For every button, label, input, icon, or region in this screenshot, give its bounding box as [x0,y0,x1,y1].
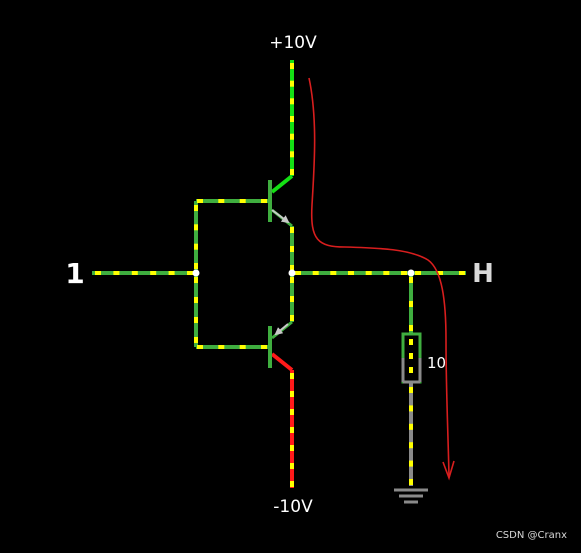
current-dot [348,271,354,275]
current-dot [290,246,294,252]
current-dot [365,271,372,275]
current-dot [218,199,225,203]
current-dot [295,271,301,275]
current-dot [194,243,198,250]
current-dot [459,271,465,275]
vplus-label: +10V [269,33,317,53]
current-dot [409,325,413,331]
vminus-label: -10V [273,497,313,517]
current-dot [131,271,138,275]
node-resistor-junction [407,269,415,277]
current-dot [290,169,294,175]
resistor-icon [401,332,422,384]
current-dot [290,151,294,158]
current-dot [290,116,294,122]
current-dot [409,367,413,373]
current-dot [194,263,198,269]
current-dot [218,345,225,349]
current-dot [290,227,294,233]
current-dot [401,271,407,275]
current-dot [290,445,294,451]
current-dot [409,479,413,485]
wire-pnp-collector [270,352,294,372]
current-dots [95,63,465,487]
current-dot [409,277,413,283]
current-dot [409,301,413,307]
current-dot [290,315,294,321]
current-dot [150,271,157,275]
current-dot [290,98,294,105]
current-dot [290,427,294,433]
current-dot [290,265,294,271]
current-dot [194,205,198,211]
node-base-junction [192,269,200,277]
current-dot [312,271,319,275]
current-dot [290,481,294,487]
current-dot [409,423,413,430]
pnp-transistor-icon [268,323,289,368]
junction-nodes [192,269,415,277]
current-dot [194,317,198,323]
current-dot [290,373,294,379]
current-dot [290,133,294,140]
current-flow-arrow-icon [308,77,455,481]
current-dot [415,271,421,275]
current-dot [330,271,337,275]
current-dot [383,271,390,275]
current-dot [290,296,294,302]
watermark: CSDN @Cranx [495,530,567,541]
output-label: H [472,259,494,289]
ground-icon [394,488,428,504]
current-dot [239,345,246,349]
current-dot [290,80,294,87]
wire-npn-collector [270,174,294,194]
resistor-value-label: 10 [427,354,446,372]
current-dot [113,271,120,275]
current-dot [194,337,198,343]
current-dot [197,345,203,349]
current-dot [194,297,198,303]
current-dot [261,199,267,203]
current-dot [194,224,198,231]
node-output-junction [288,269,296,277]
current-dot [437,271,443,275]
current-dot [239,199,246,203]
current-dot [290,277,294,283]
current-dot [409,353,413,359]
npn-transistor-icon [268,180,290,224]
current-dot [409,405,413,412]
input-label: 1 [65,257,84,290]
current-dot [194,277,198,283]
current-dot [261,345,267,349]
current-dot [290,63,294,69]
current-dot [197,199,203,203]
current-dot [409,339,413,345]
current-dot [290,409,294,415]
current-dot [95,271,101,275]
current-dot [409,387,413,393]
current-dot [409,442,413,449]
current-dot [290,391,294,397]
current-dot [290,463,294,469]
current-dot [168,271,175,275]
current-dot [187,271,193,275]
current-dot [409,460,413,467]
